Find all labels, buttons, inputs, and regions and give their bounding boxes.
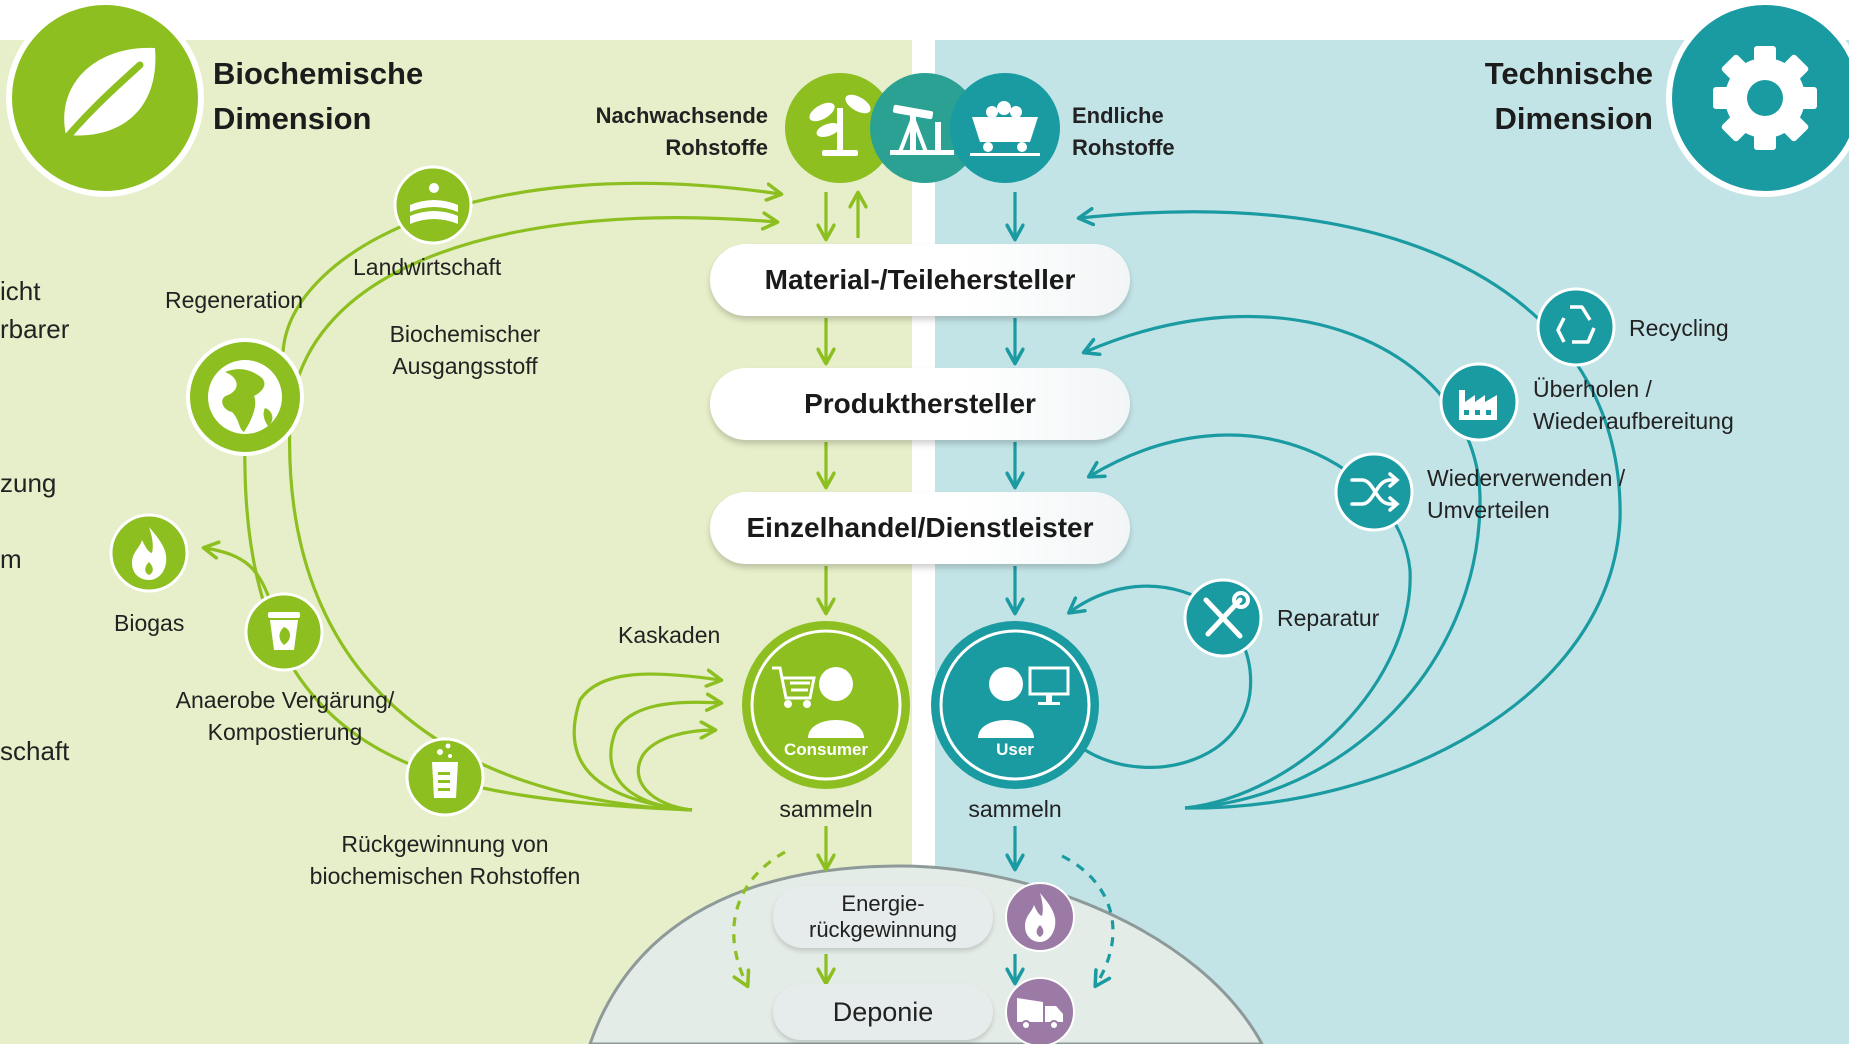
renewable-line1: Nachwachsende — [595, 103, 768, 128]
landfill-box: Deponie — [773, 984, 993, 1040]
reuse-label: Wiederverwenden / Umverteilen — [1427, 462, 1625, 526]
user-computer-icon — [931, 621, 1099, 789]
material-manufacturer-box: Material-/Teilehersteller — [710, 244, 1130, 316]
user-collect-label: sammeln — [968, 796, 1062, 822]
finite-line1: Endliche — [1072, 103, 1164, 128]
leaf-icon — [6, 0, 204, 197]
recovery-line2: biochemischen Rohstoffen — [309, 863, 581, 890]
finite-line2: Rohstoffe — [1072, 134, 1175, 160]
chain-arrows-green — [732, 192, 858, 985]
truck-icon — [1005, 977, 1075, 1044]
product-manufacturer-box: Produkthersteller — [710, 368, 1130, 440]
biogas-label: Biogas — [114, 610, 185, 636]
oil-pump-icon — [870, 73, 980, 183]
agriculture-label: Landwirtschaft — [353, 254, 502, 280]
recycling-icon — [1536, 287, 1616, 367]
technical-title: Technische Dimension — [1485, 52, 1653, 142]
consumer-collect-label: sammeln — [779, 796, 873, 822]
user-label: User — [996, 740, 1034, 759]
factory-icon — [1439, 362, 1519, 442]
consumer-cart-icon — [742, 621, 910, 789]
retailer-service-box: Einzelhandel/Dienstleister — [710, 492, 1130, 564]
energy-line1: Energie- — [841, 890, 925, 916]
cutoff-text-4: m — [0, 544, 22, 574]
cutoff-text-3: zung — [0, 468, 57, 498]
regeneration-label: Regeneration — [165, 287, 304, 313]
cutoff-text-5: schaft — [0, 736, 70, 766]
technical-title-line2: Dimension — [1494, 100, 1653, 136]
energy-line2: rückgewinnung — [809, 917, 957, 942]
renewable-line2: Rohstoffe — [665, 134, 768, 160]
agriculture-icon — [393, 165, 473, 245]
feedstock-line2: Ausgangsstoff — [392, 353, 538, 380]
lab-beaker-icon — [405, 737, 485, 817]
repair-label: Reparatur — [1277, 605, 1380, 631]
energy-recovery-box: Energie- rückgewinnung — [773, 886, 993, 948]
cutoff-text-2: rbarer — [0, 314, 70, 344]
biochemical-title-line2: Dimension — [213, 100, 372, 136]
recovery-label: Rückgewinnung von biochemischen Rohstoff… — [290, 828, 600, 892]
tech-loop-arrows — [1070, 212, 1622, 810]
renewable-resources-label: Nachwachsende Rohstoffe — [596, 100, 768, 164]
chain-arrows-teal — [1015, 192, 1115, 985]
globe-icon — [186, 338, 304, 456]
consumer-label: Consumer — [783, 740, 869, 759]
flame-icon-energy — [1005, 882, 1075, 952]
cutoff-text-1: icht — [0, 276, 41, 306]
biochemical-title: Biochemische Dimension — [213, 52, 423, 142]
feedstock-line1: Biochemischer — [389, 321, 541, 347]
digestion-line2: Kompostierung — [207, 719, 363, 746]
reuse-line1: Wiederverwenden / — [1427, 465, 1626, 491]
technical-title-line1: Technische — [1484, 56, 1653, 91]
recycling-label: Recycling — [1629, 315, 1729, 341]
gear-icon — [1666, 0, 1849, 197]
reuse-line2: Umverteilen — [1427, 497, 1550, 524]
recovery-line1: Rückgewinnung von — [341, 831, 549, 857]
digestion-label: Anaerobe Vergärung/ Kompostierung — [160, 684, 410, 748]
overhaul-line1: Überholen / — [1533, 376, 1652, 402]
mine-cart-icon — [950, 73, 1060, 183]
overhaul-line2: Wiederaufbereitung — [1533, 408, 1734, 435]
compost-bin-icon — [244, 592, 324, 672]
plant-icon — [785, 73, 895, 183]
digestion-line1: Anaerobe Vergärung/ — [175, 687, 395, 713]
finite-resources-label: Endliche Rohstoffe — [1072, 100, 1175, 164]
flame-icon-biogas — [109, 513, 189, 593]
feedstock-label: Biochemischer Ausgangsstoff — [360, 318, 570, 382]
end-of-life-dome — [588, 864, 1264, 1044]
wrench-screwdriver-icon — [1183, 578, 1263, 658]
overhaul-label: Überholen / Wiederaufbereitung — [1533, 373, 1734, 437]
cascades-label: Kaskaden — [618, 622, 721, 648]
biochemical-title-line1: Biochemische — [213, 56, 424, 91]
shuffle-icon — [1334, 452, 1414, 532]
